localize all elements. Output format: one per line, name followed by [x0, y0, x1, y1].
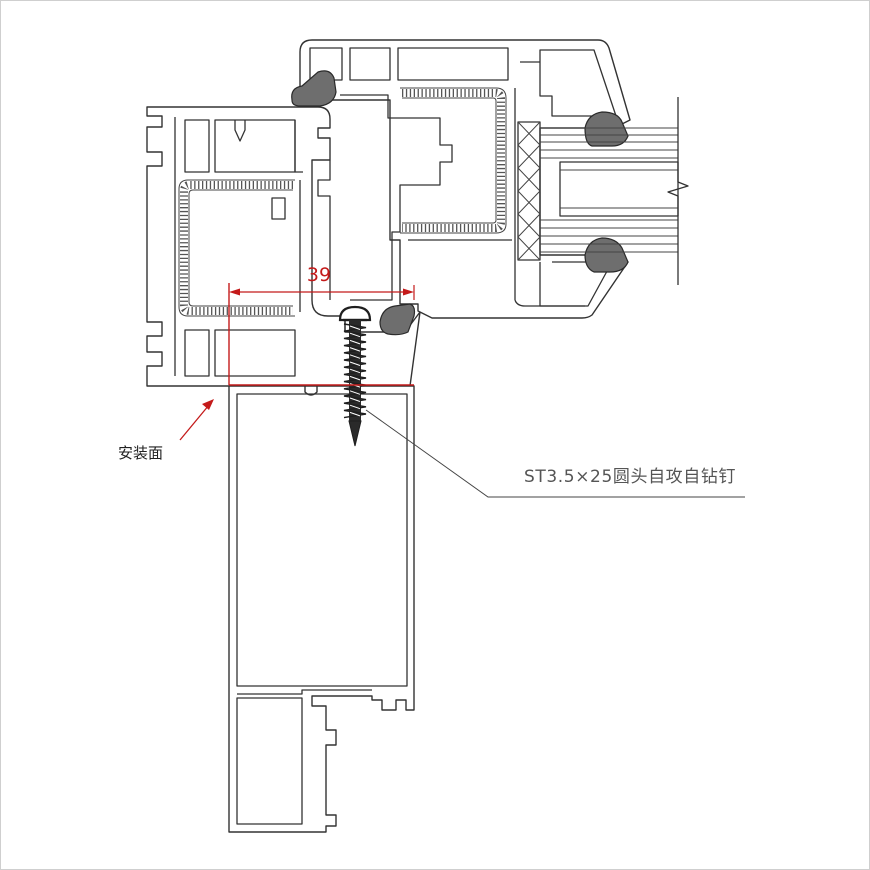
gasket-sash-top [291, 70, 337, 107]
lower-profile-inner-chamber [236, 393, 408, 687]
frame-profile [146, 106, 421, 387]
screw-thread-line [349, 404, 361, 410]
glass-pane-top [540, 127, 678, 159]
mounting-surface-label: 安装面 [118, 444, 163, 462]
screw-drill-tip [348, 420, 362, 447]
lower-profile [228, 385, 415, 833]
screw-callout-leader [365, 409, 745, 498]
screw-head [338, 305, 372, 322]
lower-profile-bottom-chamber [236, 697, 303, 825]
dimension-39: 39 [228, 264, 415, 386]
frame-chamber-bottom [214, 329, 296, 377]
sash-inner-cavity [340, 94, 453, 301]
dimension-value: 39 [307, 264, 331, 286]
frame-chamber-bottom-left [184, 329, 210, 377]
sash-reinforcement-hatch [402, 89, 505, 232]
screw-thread-line [349, 390, 361, 395]
glass-spacer-inner [560, 169, 678, 209]
sash-chamber-2 [349, 47, 391, 81]
frame-right-wall [294, 120, 303, 312]
screw-thread-line [349, 375, 361, 381]
screw-callout-label: ST3.5×25圆头自攻自钻钉 [524, 467, 736, 487]
glazing-block-cross [517, 121, 541, 261]
screw-thread-line [349, 411, 361, 417]
mounting-surface-arrow [179, 399, 214, 441]
wall-break-line [667, 97, 689, 285]
sash-reinforcement-inner [402, 97, 497, 224]
screw-thread-line [349, 368, 361, 374]
frame-reinforcement-outer [178, 179, 295, 317]
gaskets [291, 70, 629, 336]
glass-pane-bottom [540, 219, 678, 253]
screw-thread-outline [343, 323, 367, 419]
dimension-arrow-right [403, 288, 414, 296]
gasket-glass-bottom [584, 237, 629, 273]
frame-reinforcement-inner [188, 189, 293, 307]
glass-unit [517, 97, 689, 285]
lower-profile-divider [237, 689, 372, 695]
dimension-arrow-left [229, 288, 240, 296]
frame-chamber-top-left [184, 119, 210, 173]
lower-profile-outer [228, 385, 415, 833]
frame-reinforcement-tab [271, 197, 286, 220]
screw-thread-line [349, 325, 361, 330]
sash-chamber-3 [397, 47, 509, 81]
sash-reinforcement-outer [400, 87, 507, 234]
screw-thread-line [349, 339, 361, 345]
gasket-glass-top [584, 111, 629, 147]
screw-thread-line [349, 361, 361, 366]
screw-thread-line [349, 397, 361, 402]
screw-thread-line [349, 354, 361, 359]
screw-thread-line [349, 332, 361, 338]
sash-inner-web [408, 88, 585, 307]
screw-thread-line [349, 347, 361, 352]
mounting-arrow-shaft [179, 404, 210, 441]
self-drilling-screw [338, 305, 372, 447]
gasket-frame-bottom [379, 303, 416, 336]
frame-groove-notch [234, 120, 246, 142]
mounting-arrow-head [202, 399, 214, 410]
